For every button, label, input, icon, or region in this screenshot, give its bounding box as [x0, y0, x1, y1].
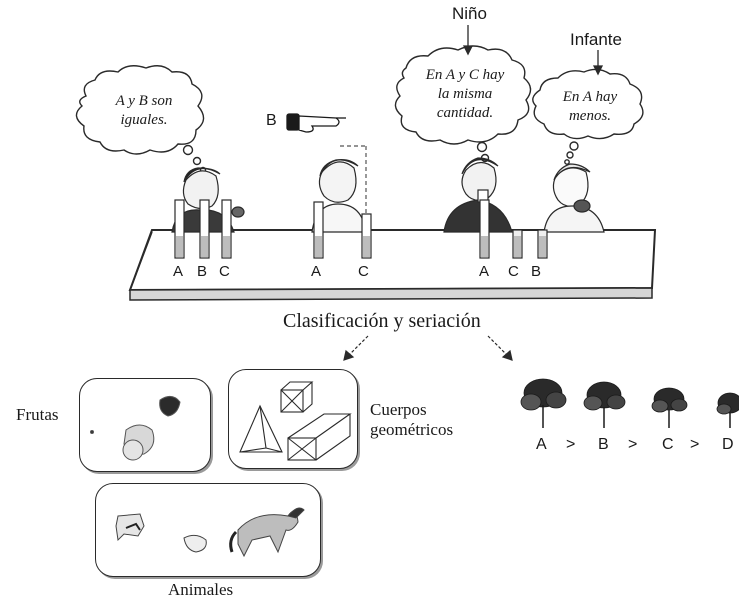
tree-icon-d	[716, 392, 739, 428]
greater-than-2: >	[628, 436, 638, 453]
speaker-label-nino: Niño	[452, 4, 487, 23]
column-a3	[479, 199, 490, 259]
caption-cuerpos-line-2: geométricos	[370, 420, 454, 439]
bubble-infante-line-2: menos.	[568, 108, 612, 124]
column-b1	[199, 199, 210, 259]
tree-label-d: D	[722, 436, 734, 453]
thought-bubble-left	[75, 65, 207, 174]
bubble-nino-line-3: cantidad.	[436, 105, 494, 121]
bubble-infante-line-1: En A hay	[562, 89, 618, 105]
seriation-trees	[520, 378, 739, 428]
child-infante	[543, 163, 605, 233]
main-title: Clasificación y seriación	[283, 310, 481, 332]
pointer-label: B	[266, 112, 277, 129]
bubble-left-line-2: iguales.	[120, 112, 168, 128]
table-label-g3-a: A	[479, 263, 490, 280]
tree-icon-a	[520, 378, 567, 428]
table-label-g2-c: C	[358, 263, 369, 280]
speaker-arrows	[462, 25, 604, 76]
geometric-box	[228, 369, 358, 469]
table	[128, 229, 657, 301]
table-label-g1-a: A	[173, 263, 184, 280]
liquid-levels	[176, 236, 546, 257]
branch-arrows	[343, 335, 513, 361]
greater-than-3: >	[690, 436, 700, 453]
child-nino	[443, 157, 513, 233]
table-label-g2-a: A	[311, 263, 322, 280]
table-label-g1-b: B	[197, 263, 208, 280]
table-label-g3-c: C	[508, 263, 519, 280]
caption-cuerpos-line-1: Cuerpos	[370, 400, 427, 419]
bubble-left-line-1: A y B son	[115, 93, 173, 109]
caption-cuerpos: Cuerpos geométricos	[370, 400, 453, 440]
speaker-label-infante: Infante	[570, 30, 622, 49]
tree-icon-b	[583, 381, 626, 428]
column-c1	[221, 199, 232, 259]
tree-icon-c	[651, 387, 688, 428]
animals-box	[95, 483, 321, 577]
thought-bubble-infante	[532, 68, 644, 165]
child-middle	[311, 145, 367, 233]
bubble-nino-line-1: En A y C hay	[425, 67, 505, 83]
caption-animales: Animales	[168, 580, 234, 599]
table-label-g3-b: B	[531, 263, 542, 280]
bubble-text-nino: En A y C hay la misma cantidad.	[410, 66, 520, 123]
table-label-g1-c: C	[219, 263, 230, 280]
caption-frutas: Frutas	[16, 405, 59, 424]
greater-than-1: >	[566, 436, 576, 453]
fruits-box	[79, 378, 211, 472]
bubble-nino-line-2: la misma	[437, 86, 493, 102]
tree-label-b: B	[598, 436, 609, 453]
column-a1	[174, 199, 185, 259]
bubble-text-infante: En A hay menos.	[542, 88, 638, 126]
tree-label-c: C	[662, 436, 674, 453]
pointing-hand-icon	[286, 113, 346, 133]
column-a2	[313, 201, 324, 259]
tree-label-a: A	[536, 436, 547, 453]
bubble-text-left: A y B son iguales.	[94, 92, 194, 130]
